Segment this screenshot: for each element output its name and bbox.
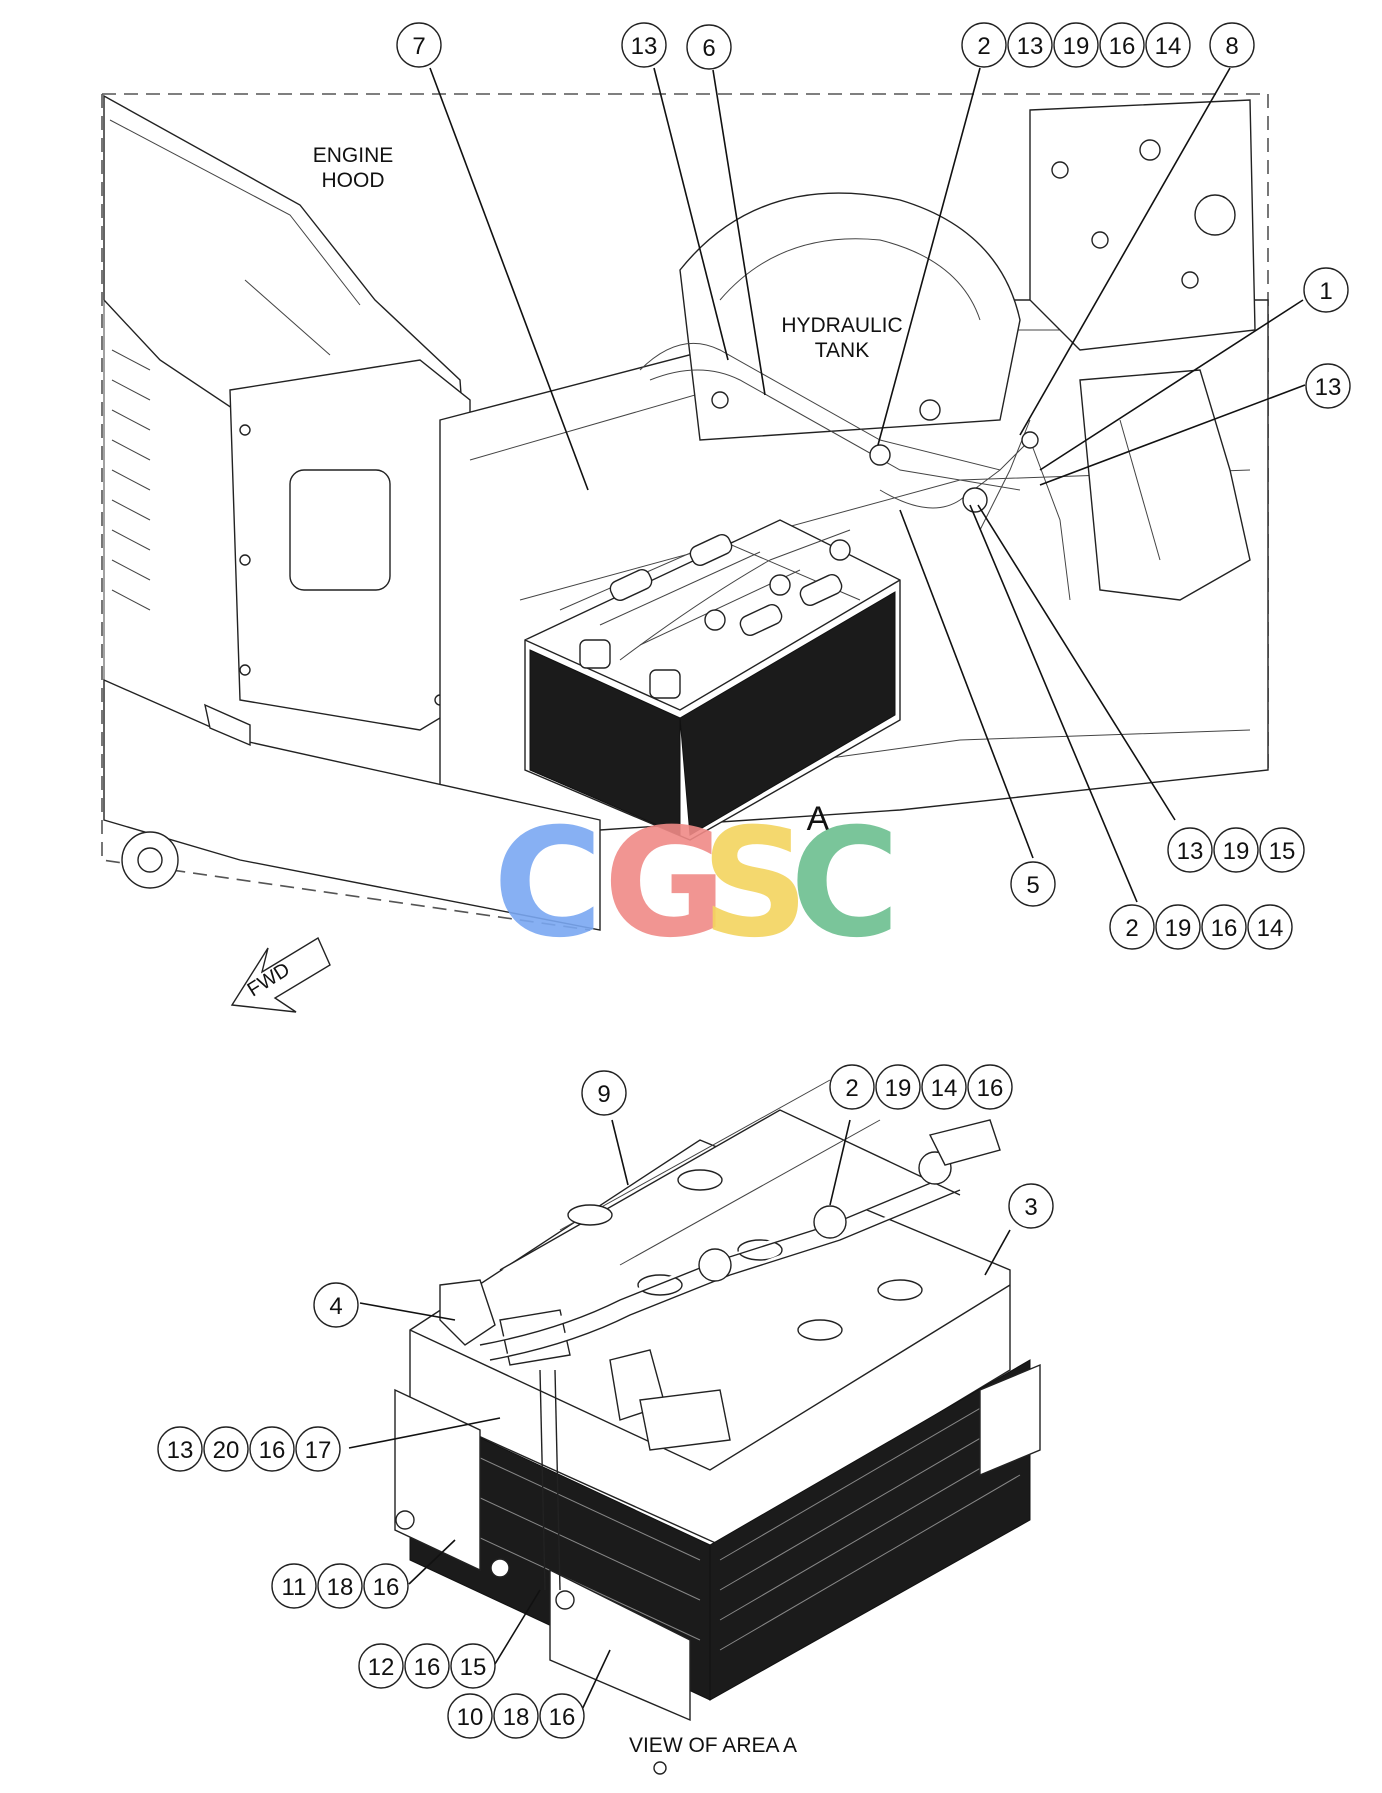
- callout-13-right: 13: [1305, 363, 1351, 409]
- watermark-letter-2: G: [603, 797, 726, 971]
- callout-group-2-13-19-16-14: 2 13 19 16 14: [961, 22, 1191, 68]
- callout-5: 5: [1010, 861, 1056, 907]
- fwd-arrow: [230, 936, 331, 1013]
- callout-4-number: 4: [329, 1293, 342, 1320]
- callout-group-g-number-2: 16: [414, 1654, 441, 1681]
- callout-1-number: 1: [1319, 278, 1332, 305]
- engine-hood-label-line1: ENGINE: [313, 144, 394, 167]
- watermark-letter-1: C: [493, 797, 603, 971]
- callout-group-c-number-3: 16: [1211, 915, 1238, 942]
- callout-group-a-number-1: 2: [977, 33, 990, 60]
- callout-group-c-number-1: 2: [1125, 915, 1138, 942]
- callout-group-b-number-3: 15: [1269, 838, 1296, 865]
- callout-group-b-number-1: 13: [1177, 838, 1204, 865]
- callout-group-d-number-1: 2: [845, 1075, 858, 1102]
- callout-1: 1: [1303, 267, 1349, 313]
- callout-group-a-number-2: 13: [1017, 33, 1044, 60]
- callout-group-10-18-16: 10 18 16: [447, 1693, 585, 1739]
- callout-group-e-number-4: 17: [305, 1437, 332, 1464]
- hydraulic-tank-label-line2: TANK: [815, 339, 869, 362]
- callout-group-f-number-1: 11: [282, 1574, 307, 1601]
- callout-13-top-number: 13: [631, 33, 658, 60]
- callout-8-number: 8: [1225, 33, 1238, 60]
- callout-3: 3: [1008, 1183, 1054, 1229]
- watermark-letter-3: S: [701, 797, 809, 971]
- callout-group-h-number-3: 16: [549, 1704, 576, 1731]
- callout-group-c-number-2: 19: [1165, 915, 1192, 942]
- callout-8: 8: [1209, 22, 1255, 68]
- watermark-letter-4: C: [790, 797, 900, 971]
- callout-group-h-number-2: 18: [503, 1704, 530, 1731]
- callout-group-f-number-2: 18: [327, 1574, 354, 1601]
- engine-hood-label-line2: HOOD: [322, 169, 385, 192]
- callout-group-13-20-16-17: 13 20 16 17: [157, 1426, 341, 1472]
- callout-7: 7: [396, 22, 442, 68]
- callout-group-b-number-2: 19: [1223, 838, 1250, 865]
- view-of-area-a-label: VIEW OF AREA A: [629, 1734, 797, 1757]
- callout-9-number: 9: [597, 1081, 610, 1108]
- callout-6: 6: [686, 24, 732, 70]
- callout-group-f-number-3: 16: [373, 1574, 400, 1601]
- callout-13-top: 13: [621, 22, 667, 68]
- callout-group-12-16-15: 12 16 15: [358, 1643, 496, 1689]
- hydraulic-tank-label-line1: HYDRAULIC: [781, 314, 902, 337]
- callout-group-2-19-14-16: 2 19 14 16: [829, 1064, 1013, 1110]
- callout-13-right-number: 13: [1315, 374, 1342, 401]
- callout-group-g-number-3: 15: [460, 1654, 487, 1681]
- callout-group-g-number-1: 12: [368, 1654, 395, 1681]
- callout-9: 9: [581, 1070, 627, 1116]
- callout-5-number: 5: [1026, 872, 1039, 899]
- callout-group-d-number-4: 16: [977, 1075, 1004, 1102]
- callout-group-e-number-1: 13: [167, 1437, 194, 1464]
- machine-illustration: [101, 93, 1269, 931]
- callout-7-number: 7: [412, 33, 425, 60]
- callout-group-2-19-16-14: 2 19 16 14: [1109, 904, 1293, 950]
- callout-group-a-number-4: 16: [1109, 33, 1136, 60]
- watermark: C G S C: [493, 797, 900, 971]
- leader-lines: [348, 67, 1306, 1715]
- callout-group-c-number-4: 14: [1257, 915, 1284, 942]
- callout-group-13-19-15: 13 19 15: [1167, 827, 1305, 873]
- callout-6-number: 6: [702, 35, 715, 62]
- callout-group-e-number-3: 16: [259, 1437, 286, 1464]
- callout-group-a-number-3: 19: [1063, 33, 1090, 60]
- area-a-label: A: [807, 800, 830, 838]
- callout-group-e-number-2: 20: [213, 1437, 240, 1464]
- callout-group-a-number-5: 14: [1155, 33, 1182, 60]
- callout-group-11-18-16: 11 18 16: [271, 1563, 409, 1609]
- callout-group-d-number-2: 19: [885, 1075, 912, 1102]
- callout-4: 4: [313, 1282, 359, 1328]
- callout-group-h-number-1: 10: [457, 1704, 484, 1731]
- callout-3-number: 3: [1024, 1194, 1037, 1221]
- callout-group-d-number-3: 14: [931, 1075, 958, 1102]
- battery-detail-illustration: [394, 1079, 1041, 1775]
